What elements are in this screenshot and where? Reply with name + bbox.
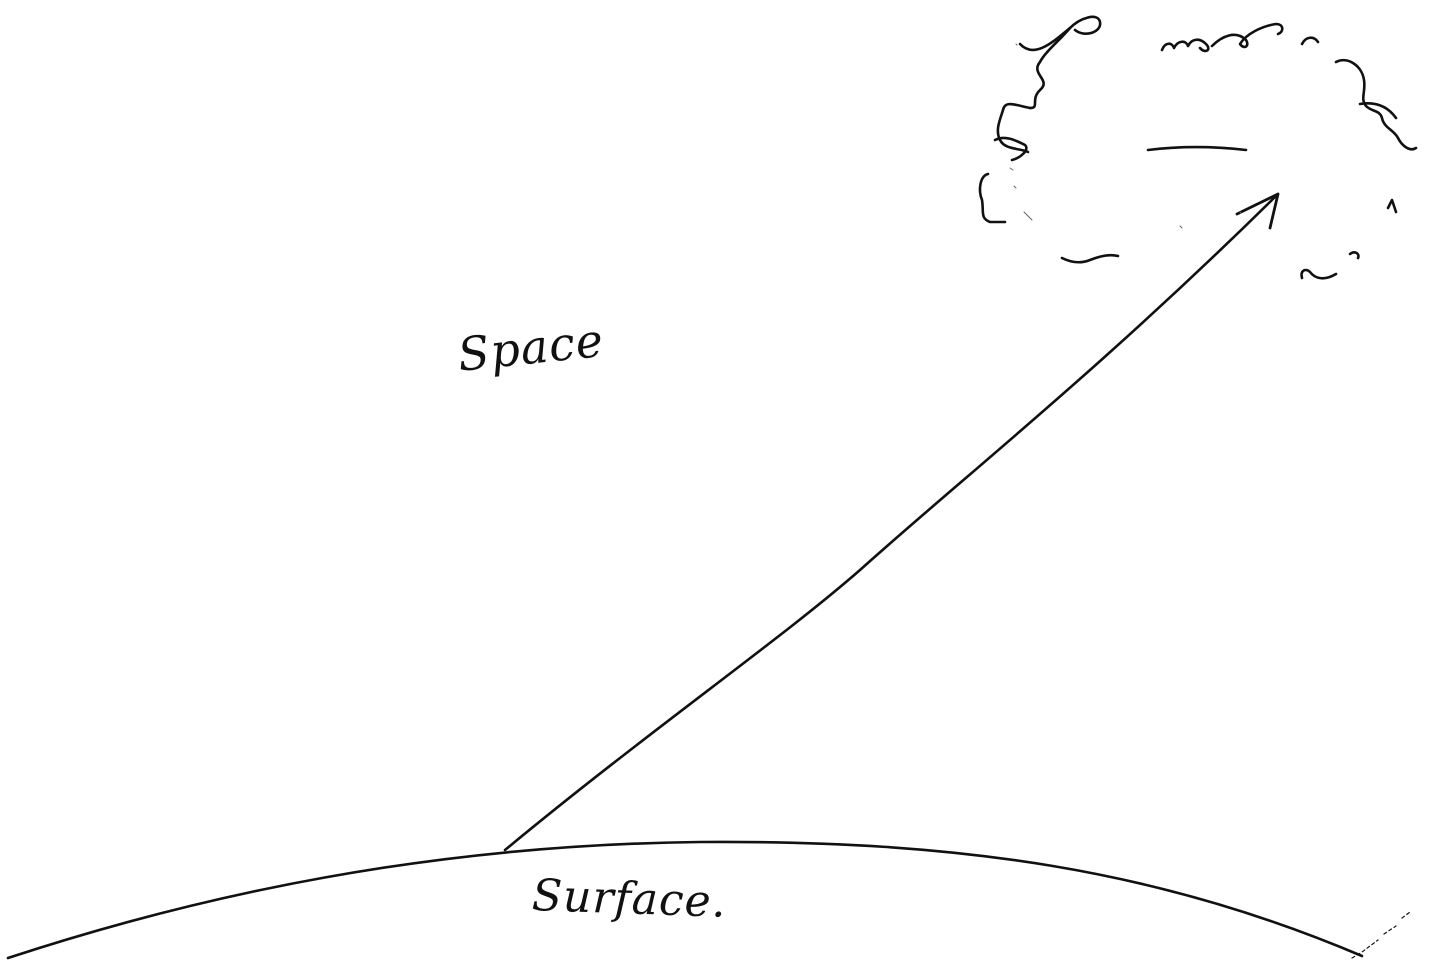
cloud-burst-scribble	[980, 17, 1416, 278]
faint-dust-marks	[1010, 44, 1241, 228]
surface-curve-tail	[1352, 912, 1410, 958]
surface-label: Surface.	[531, 870, 727, 928]
trajectory-arrow-line	[505, 194, 1278, 850]
